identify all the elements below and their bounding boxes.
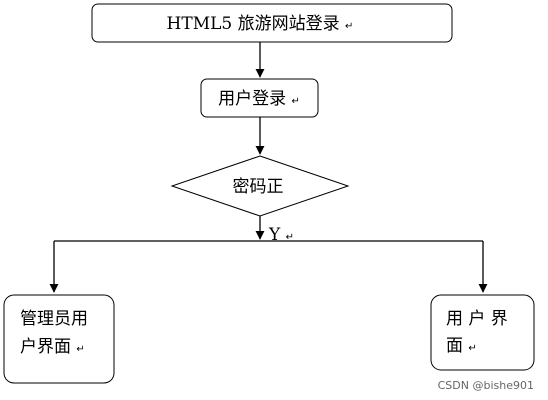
password-check-node: 密码正	[170, 155, 350, 217]
user-node: 用 户 界 面 ↵	[430, 294, 535, 371]
admin-node-line1: 管理员用	[20, 309, 88, 329]
title-node-label: HTML5 旅游网站登录	[167, 14, 340, 34]
svg-text:户界面 ↵: 户界面 ↵	[20, 337, 85, 357]
user-node-line1: 用 户 界	[446, 309, 508, 329]
paragraph-mark: ↵	[292, 96, 300, 107]
admin-node: 管理员用 户界面 ↵	[3, 294, 115, 384]
paragraph-mark: ↵	[286, 232, 294, 243]
login-node-label: 用户登录	[218, 89, 286, 109]
svg-text:面 ↵: 面 ↵	[446, 336, 477, 356]
password-check-label: 密码正	[233, 177, 284, 197]
paragraph-mark: ↵	[76, 344, 84, 355]
title-node: HTML5 旅游网站登录 ↵	[91, 3, 453, 43]
watermark: CSDN @bishe901	[438, 379, 534, 392]
admin-node-line2: 户界面	[20, 337, 71, 357]
user-node-line2: 面	[446, 336, 463, 356]
svg-text:用户登录 ↵: 用户登录 ↵	[218, 89, 300, 109]
paragraph-mark: ↵	[345, 21, 353, 32]
paragraph-mark: ↵	[468, 343, 476, 354]
yes-label: Y	[268, 225, 281, 245]
svg-text:HTML5 旅游网站登录 ↵: HTML5 旅游网站登录 ↵	[167, 14, 354, 34]
svg-text:Y ↵: Y ↵	[268, 225, 294, 245]
login-node: 用户登录 ↵	[200, 78, 319, 118]
